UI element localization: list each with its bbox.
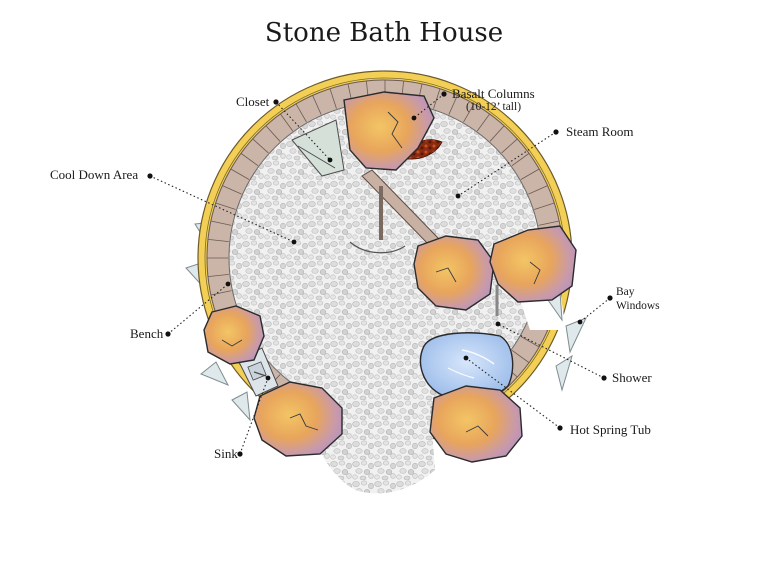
bench-slat	[489, 125, 505, 142]
bench-slat	[210, 290, 232, 296]
label-sink: Sink	[214, 446, 238, 461]
baywindows-leader-dot	[607, 295, 613, 301]
basalt-leader	[413, 93, 445, 119]
sink-leader	[239, 377, 269, 455]
sink-leader-dot	[237, 451, 243, 457]
boulder-left	[203, 305, 265, 365]
bench-leader-dot	[165, 331, 171, 337]
bench-slat	[476, 113, 490, 132]
label-basalt-height: (10-12’ tall)	[466, 101, 522, 113]
bench-leader	[167, 283, 229, 335]
tub-leader-dot	[557, 425, 563, 431]
steam-leader-dot	[553, 129, 559, 135]
basalt-leader-dot	[441, 91, 447, 97]
bench-slat	[511, 153, 530, 167]
bench-slat	[501, 138, 518, 154]
bench-slat	[280, 113, 294, 132]
tub-leader-dot	[463, 355, 469, 361]
cooldown-leader	[149, 175, 295, 243]
bench-slat	[222, 185, 242, 195]
bench-slat	[448, 95, 458, 115]
label-closet: Closet	[236, 94, 270, 109]
steam-leader-dot	[455, 193, 461, 199]
hot-spring-tub	[419, 332, 514, 400]
basalt-leader-dot	[411, 115, 417, 121]
bench-slat	[528, 185, 548, 195]
label-bench: Bench	[130, 326, 164, 341]
label-steam-room: Steam Room	[566, 124, 634, 139]
bench-leader-dot	[225, 281, 231, 287]
bench-slat	[329, 88, 337, 109]
boulder-bottom-left	[253, 381, 343, 457]
label-basalt-columns: Basalt Columns	[452, 86, 535, 101]
label-bay-windows-2: Windows	[616, 300, 660, 312]
boulder-bottom-right	[429, 385, 523, 463]
shower-leader-dot	[495, 321, 501, 327]
closet-leader-dot	[327, 157, 333, 163]
bench-slat	[538, 220, 560, 226]
bench-slat	[230, 168, 250, 180]
cooldown-leader-dot	[291, 239, 297, 245]
bench-slat	[433, 88, 441, 109]
bench-slat	[312, 95, 322, 115]
shower-leader-dot	[601, 375, 607, 381]
closet-leader	[275, 101, 331, 161]
label-cool-down-area: Cool Down Area	[50, 167, 139, 182]
bench-slat	[534, 202, 555, 210]
baywindows-leader-dot	[577, 319, 583, 325]
cooldown-leader-dot	[147, 173, 153, 179]
basalt-boulders	[203, 91, 577, 463]
baywindows-leader	[579, 297, 611, 323]
label-hot-spring-tub: Hot Spring Tub	[570, 422, 651, 437]
bench-slat	[295, 103, 307, 123]
bench-slat	[520, 168, 540, 180]
closet-leader-dot	[273, 99, 279, 105]
bench-slat	[265, 125, 281, 142]
bench-slat	[520, 336, 540, 348]
sink-leader-dot	[265, 375, 271, 381]
bench-slat	[207, 238, 229, 242]
label-bay-windows-1: Bay	[616, 286, 635, 298]
bench-slat	[511, 349, 530, 363]
label-shower: Shower	[612, 370, 652, 385]
boulder-top	[343, 91, 435, 171]
bench-slat	[215, 202, 236, 210]
bench-slat	[252, 138, 269, 154]
diagram-title: Stone Bath House	[264, 18, 504, 48]
bench-slat	[240, 153, 259, 167]
boulder-right-a	[413, 235, 495, 311]
bench-slat	[210, 220, 232, 226]
bench-slat	[207, 274, 229, 278]
bench-slat	[463, 103, 475, 123]
